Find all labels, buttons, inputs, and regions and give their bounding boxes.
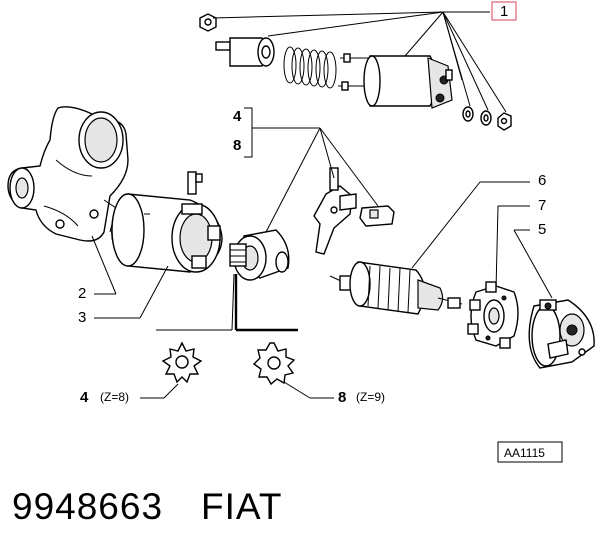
bracket-4-8 <box>244 107 253 158</box>
callout-1-leaders <box>212 11 507 113</box>
callout-3: 3 <box>78 309 86 326</box>
footer-caption: 9948663 FIAT <box>12 486 320 536</box>
gear-z8-note: (Z=8) <box>100 390 129 404</box>
drive-end-housing <box>7 106 129 242</box>
callout-6: 6 <box>538 172 546 189</box>
armature <box>329 261 463 315</box>
reference-code: AA1115 <box>504 446 545 460</box>
nut-top <box>199 13 217 32</box>
washers-nuts <box>462 106 512 131</box>
callout-2: 2 <box>78 285 86 302</box>
callouts-main: 4 8 6 7 5 2 3 <box>78 107 553 332</box>
gear-z9-note: (Z=9) <box>356 390 385 404</box>
solenoid-group: 1 <box>199 1 517 131</box>
callout-7: 7 <box>538 197 546 214</box>
callout-8-gear: 8 <box>338 389 346 406</box>
fork-pad <box>359 205 395 227</box>
spring <box>283 46 337 89</box>
gear-z8 <box>140 341 203 399</box>
brush-holder <box>467 281 519 349</box>
callout-8: 8 <box>233 137 241 154</box>
plunger <box>215 37 275 67</box>
reference-box: AA1115 <box>497 441 563 463</box>
field-frame <box>111 171 223 273</box>
pinion-drive <box>229 229 290 281</box>
brand-name: FIAT <box>201 486 283 527</box>
end-cover <box>528 299 595 369</box>
callout-1-box <box>491 1 517 21</box>
callout-1: 1 <box>500 3 508 20</box>
gear-z9 <box>252 342 334 399</box>
shift-fork <box>313 167 357 255</box>
callout-4: 4 <box>233 108 242 125</box>
part-number: 9948663 <box>12 486 164 527</box>
solenoid-body <box>338 53 453 109</box>
callout-4-gear: 4 <box>80 389 89 406</box>
callout-5: 5 <box>538 221 546 238</box>
